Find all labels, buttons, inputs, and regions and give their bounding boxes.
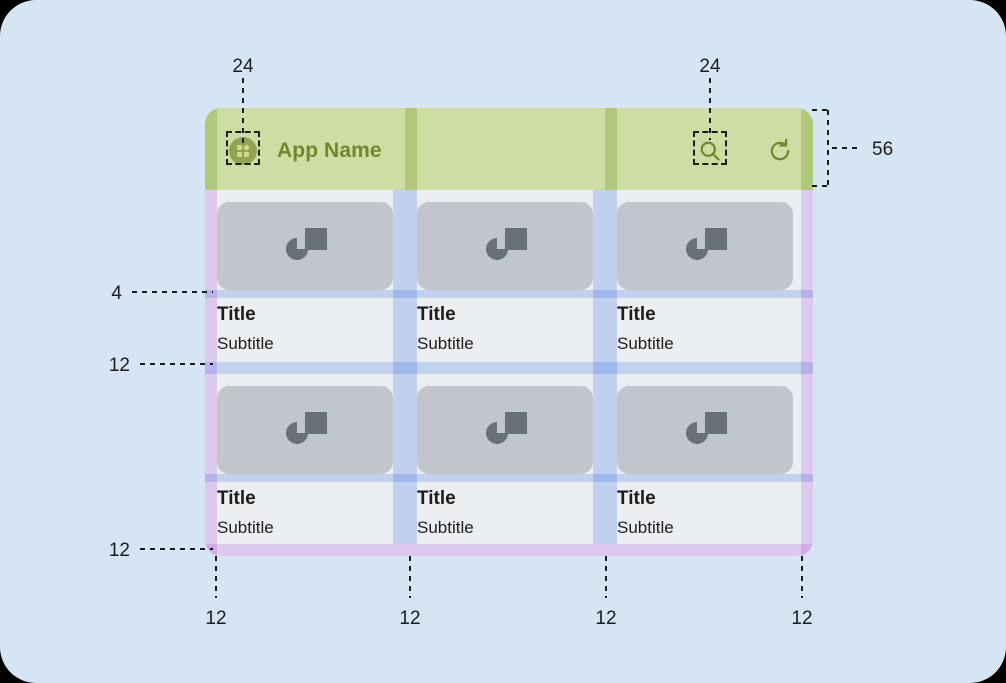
search-icon[interactable] bbox=[696, 137, 724, 165]
list-item[interactable]: Title Subtitle bbox=[617, 386, 793, 538]
card-subtitle: Subtitle bbox=[217, 518, 274, 537]
card-subtitle: Subtitle bbox=[217, 334, 274, 353]
annotation-bottom-padding: 12 bbox=[109, 540, 130, 561]
card-media bbox=[217, 202, 393, 290]
card-subtitle: Subtitle bbox=[617, 334, 674, 353]
annotation-gutter-3: 12 bbox=[595, 608, 616, 629]
list-item[interactable]: Title Subtitle bbox=[417, 386, 593, 538]
card-subtitle: Subtitle bbox=[617, 518, 674, 537]
card-media bbox=[417, 202, 593, 290]
annotation-row-gap: 12 bbox=[109, 355, 130, 376]
card-title: Title bbox=[417, 304, 456, 325]
touch-target-box-app-icon bbox=[226, 131, 260, 165]
list-item[interactable]: Title Subtitle bbox=[217, 202, 393, 354]
annotation-top-right-24: 24 bbox=[699, 56, 721, 77]
card-title: Title bbox=[617, 304, 656, 325]
touch-target-box-search-icon bbox=[693, 131, 727, 165]
card-grid: Title Subtitle Title Subtitle bbox=[205, 190, 813, 556]
card-title: Title bbox=[217, 488, 256, 509]
card-subtitle: Subtitle bbox=[417, 334, 474, 353]
card-subtitle: Subtitle bbox=[417, 518, 474, 537]
card-media bbox=[417, 386, 593, 474]
annotation-title-gap: 4 bbox=[111, 283, 122, 304]
annotation-top-left-24: 24 bbox=[232, 56, 254, 77]
app-bar-title: App Name bbox=[277, 139, 382, 162]
annotation-gutter-4: 12 bbox=[791, 608, 812, 629]
annotation-gutter-1: 12 bbox=[205, 608, 226, 629]
card-title: Title bbox=[217, 304, 256, 325]
card-title: Title bbox=[417, 488, 456, 509]
annotation-app-bar-height: 56 bbox=[872, 139, 893, 160]
list-item[interactable]: Title Subtitle bbox=[217, 386, 393, 538]
card-title: Title bbox=[617, 488, 656, 509]
card-media bbox=[617, 202, 793, 290]
annotation-gutter-2: 12 bbox=[399, 608, 420, 629]
card-media bbox=[617, 386, 793, 474]
refresh-icon[interactable] bbox=[766, 137, 794, 165]
list-item[interactable]: Title Subtitle bbox=[617, 202, 793, 354]
card-media bbox=[217, 386, 393, 474]
app-container: App Name bbox=[205, 108, 813, 556]
list-item[interactable]: Title Subtitle bbox=[417, 202, 593, 354]
app-bar: App Name bbox=[205, 108, 813, 190]
